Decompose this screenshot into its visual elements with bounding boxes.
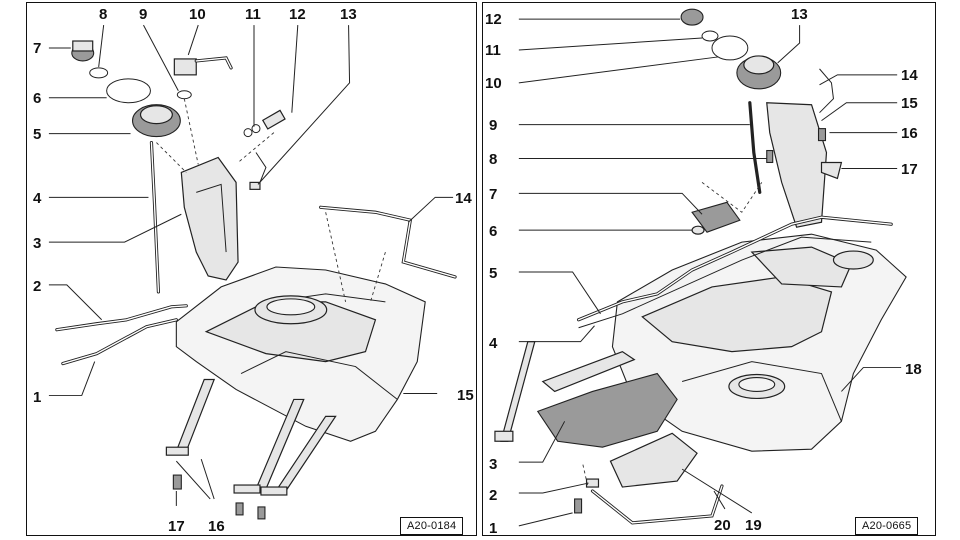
left-callout-5: 5 xyxy=(33,126,42,143)
left-pump-flange xyxy=(254,295,328,325)
right-fuel-pump-part-13 xyxy=(736,55,782,90)
left-o-ring-part-8 xyxy=(89,67,109,79)
left-callout-16: 16 xyxy=(208,518,225,535)
left-callout-3: 3 xyxy=(33,235,42,252)
left-callout-17: 17 xyxy=(168,518,185,535)
right-callout-19: 19 xyxy=(745,517,762,534)
right-tank-strap-part-20 xyxy=(590,484,724,525)
right-callout-8: 8 xyxy=(489,151,498,168)
left-callout-12: 12 xyxy=(289,6,306,23)
left-fuel-tank xyxy=(175,266,426,442)
right-support-bracket xyxy=(494,341,536,442)
left-fuel-pump-part-5 xyxy=(131,104,181,294)
left-diagram-panel: 1 2 3 4 5 6 7 8 9 10 11 12 13 14 15 16 1… xyxy=(26,2,477,536)
right-expansion-tank-part-15 xyxy=(766,102,828,228)
right-fuel-tank xyxy=(611,233,907,452)
right-sender-flanges xyxy=(728,250,874,400)
right-cap-part-12 xyxy=(680,8,704,26)
right-pipe-part-9 xyxy=(748,101,762,194)
right-callout-11: 11 xyxy=(485,42,501,59)
right-bolt-part-1 xyxy=(574,498,583,514)
right-callout-10: 10 xyxy=(485,75,502,92)
right-callout-20: 20 xyxy=(714,517,731,534)
left-seals-part-11 xyxy=(243,124,261,138)
right-callout-16: 16 xyxy=(901,125,918,142)
right-bolt-part-16 xyxy=(817,128,827,142)
right-seal-ring-part-10 xyxy=(711,35,749,61)
left-callout-15: 15 xyxy=(457,387,474,404)
right-callout-2: 2 xyxy=(489,487,498,504)
right-o-ring-part-11 xyxy=(701,30,719,42)
left-reference-code: A20-0184 xyxy=(400,517,464,535)
left-callout-9: 9 xyxy=(139,6,148,23)
left-callout-14: 14 xyxy=(455,190,472,207)
right-callout-6: 6 xyxy=(489,223,498,240)
right-harness-part-14 xyxy=(819,68,834,114)
right-callout-9: 9 xyxy=(489,117,498,134)
right-callout-12: 12 xyxy=(485,11,502,28)
right-callout-1: 1 xyxy=(489,520,498,537)
left-vent-line-part-14 xyxy=(319,205,457,279)
left-fuel-lines-part-1-2 xyxy=(55,304,188,366)
right-fuel-lines-part-4-5 xyxy=(576,215,893,329)
right-heat-shields-part-3-19 xyxy=(536,350,698,488)
right-callout-14: 14 xyxy=(901,67,918,84)
left-callout-4: 4 xyxy=(33,190,42,207)
right-callout-4: 4 xyxy=(489,335,498,352)
left-fuel-tank-drawing xyxy=(48,24,457,520)
left-seal-ring-part-6 xyxy=(106,78,151,104)
left-leader-lines xyxy=(48,24,454,506)
left-callout-8: 8 xyxy=(99,6,108,23)
right-leader-lines xyxy=(518,18,902,527)
left-callout-7: 7 xyxy=(33,40,42,57)
left-callout-6: 6 xyxy=(33,90,42,107)
left-callout-10: 10 xyxy=(189,6,206,23)
right-clip-part-17 xyxy=(820,161,843,180)
left-expansion-tank xyxy=(180,156,239,281)
right-bolt-part-8 xyxy=(766,149,774,164)
left-connector-part-12 xyxy=(261,109,286,130)
left-gasket-part-9 xyxy=(176,90,192,100)
left-tank-straps-part-16 xyxy=(165,378,337,496)
left-cap-part-7 xyxy=(71,40,95,62)
right-callout-3: 3 xyxy=(489,456,498,473)
right-callout-18: 18 xyxy=(905,361,922,378)
left-callout-11: 11 xyxy=(245,6,261,23)
right-diagram-panel: 12 11 10 9 8 7 6 5 4 3 2 1 13 14 15 16 1… xyxy=(482,2,936,536)
right-callout-7: 7 xyxy=(489,186,498,203)
right-bracket-part-7 xyxy=(691,201,741,235)
right-callout-5: 5 xyxy=(489,265,498,282)
left-callout-2: 2 xyxy=(33,278,42,295)
right-reference-code: A20-0665 xyxy=(855,517,919,535)
right-callout-17: 17 xyxy=(901,161,918,178)
left-bolts-part-17 xyxy=(172,474,266,520)
right-callout-13: 13 xyxy=(791,6,808,23)
right-callout-15: 15 xyxy=(901,95,918,112)
right-fuel-tank-drawing xyxy=(494,8,907,527)
left-callout-13: 13 xyxy=(340,6,357,23)
left-valve-part-10 xyxy=(173,56,233,76)
left-callout-1: 1 xyxy=(33,389,42,406)
